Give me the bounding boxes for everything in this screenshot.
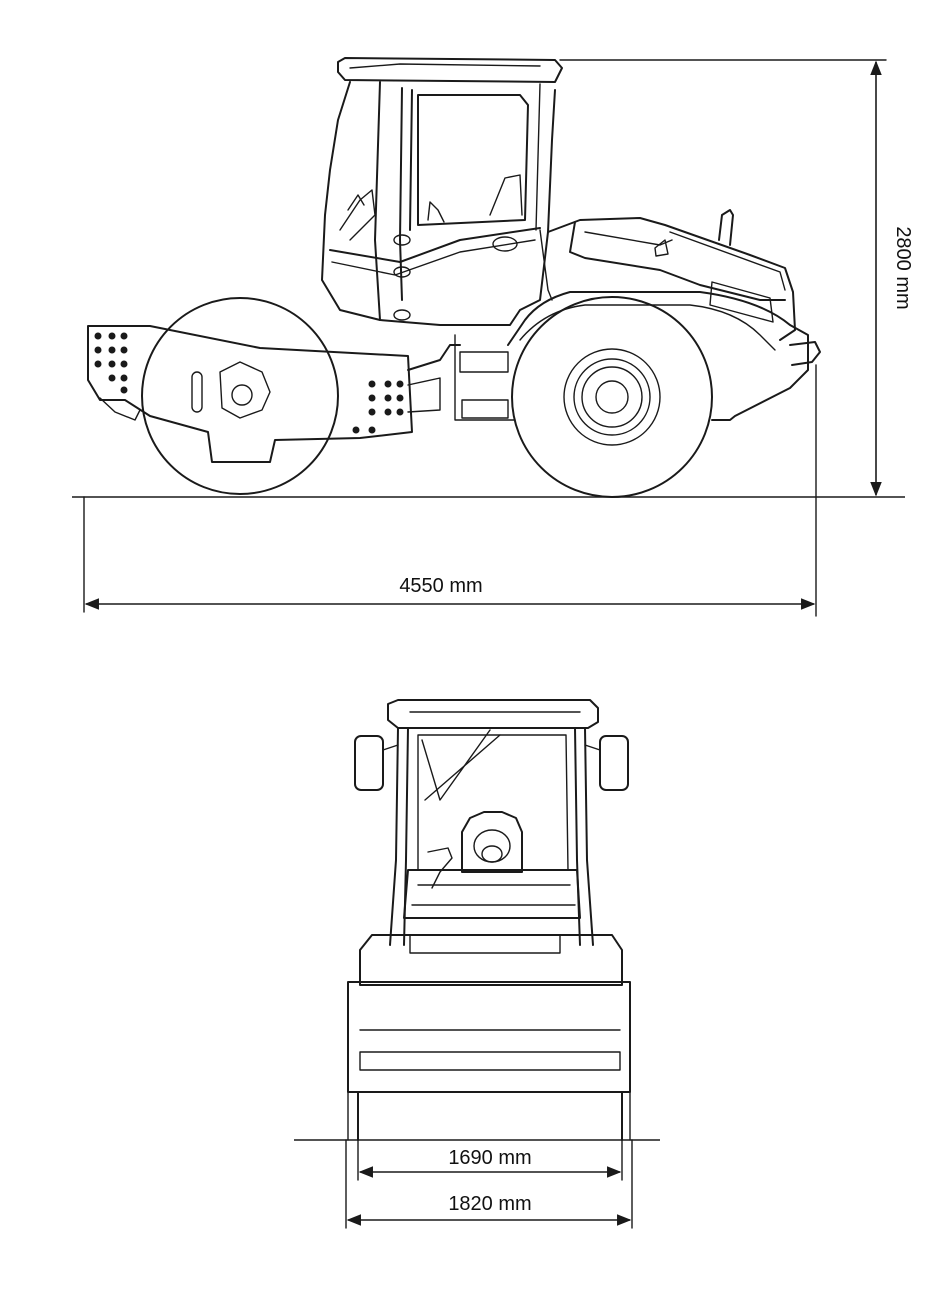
drum-width-dimension: 1690 mm — [357, 1139, 623, 1181]
cab — [321, 57, 563, 421]
height-dimension: 2800 mm — [559, 59, 914, 497]
left-mirror — [354, 735, 384, 791]
right-mirror — [599, 735, 629, 791]
length-label: 4550 mm — [399, 575, 482, 597]
overall-width-label: 1820 mm — [448, 1193, 531, 1215]
side-view: 2800 mm 4550 mm — [72, 57, 914, 617]
front-body — [359, 934, 623, 986]
front-view: 1690 mm 1820 mm — [294, 699, 660, 1229]
overall-width-dimension: 1820 mm — [345, 1139, 633, 1229]
cab-roof — [387, 699, 599, 729]
seat — [461, 811, 523, 873]
engine-hood — [539, 209, 796, 341]
drum-width-label: 1690 mm — [448, 1147, 531, 1169]
rear-frame — [507, 291, 809, 421]
height-label: 2800 mm — [892, 226, 914, 309]
length-dimension: 4550 mm — [83, 364, 817, 617]
front-drum-front — [347, 981, 631, 1141]
front-drum — [141, 297, 339, 495]
rear-wheel — [511, 296, 713, 498]
front-frame — [87, 325, 461, 463]
